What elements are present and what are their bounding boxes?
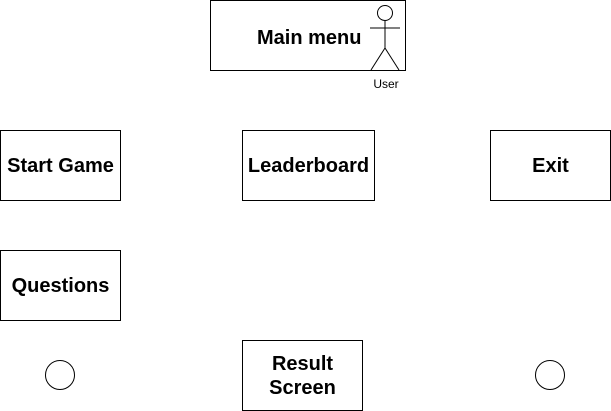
result-screen-label: Result Screen <box>269 352 336 399</box>
end-circle-node[interactable] <box>535 360 565 390</box>
actor-label: User <box>373 77 399 91</box>
main-menu-box[interactable]: Main menu <box>210 0 406 71</box>
leaderboard-label: Leaderboard <box>247 154 370 177</box>
leaderboard-box[interactable]: Leaderboard <box>242 130 375 201</box>
start-circle-node[interactable] <box>45 360 75 390</box>
start-game-box[interactable]: Start Game <box>0 130 121 201</box>
main-menu-label: Main menu <box>257 27 362 49</box>
exit-box[interactable]: Exit <box>490 130 611 201</box>
start-game-label: Start Game <box>7 154 114 177</box>
exit-label: Exit <box>532 154 569 177</box>
questions-label: Questions <box>11 274 110 297</box>
questions-box[interactable]: Questions <box>0 250 121 321</box>
stick-figure-icon <box>370 5 400 71</box>
result-screen-box[interactable]: Result Screen <box>242 340 363 411</box>
